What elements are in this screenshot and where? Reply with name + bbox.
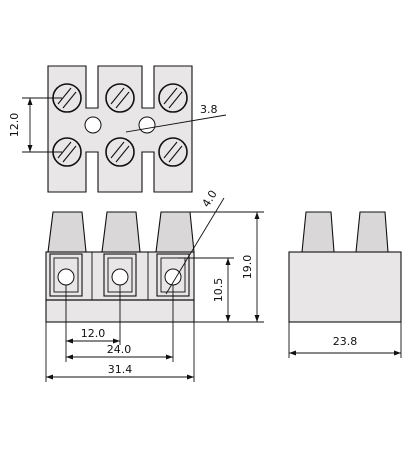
tower-3 (155, 211, 195, 253)
dim-overall-width: 31.4 (108, 363, 133, 376)
side-tower-left (301, 211, 335, 253)
tower-2 (101, 211, 141, 253)
mounting-hole-right (138, 116, 156, 134)
mounting-hole-left (84, 116, 102, 134)
side-tower-right (355, 211, 389, 253)
terminal-1 (49, 253, 83, 297)
dim-double-pitch: 24.0 (107, 343, 132, 356)
dim-wire-hole: 4.0 (200, 188, 220, 210)
screw-top-2 (105, 83, 135, 113)
screw-bottom-3 (158, 137, 188, 167)
dim-depth: 23.8 (333, 335, 358, 348)
top-view-body (47, 65, 193, 193)
front-view: 4.0 10.5 19.0 12.0 24.0 (45, 188, 264, 382)
dim-pitch-vertical: 12.0 (8, 113, 21, 138)
side-base (288, 251, 402, 323)
screw-bottom-2 (105, 137, 135, 167)
tower-1 (47, 211, 87, 253)
dim-pitch: 12.0 (81, 327, 106, 340)
dim-overall-height: 19.0 (241, 255, 254, 280)
side-view: 23.8 (288, 211, 402, 358)
dim-screw-height: 10.5 (212, 278, 225, 303)
top-view: 12.0 3.8 (8, 65, 227, 193)
dim-center-hole: 3.8 (200, 103, 218, 116)
screw-top-3 (158, 83, 188, 113)
